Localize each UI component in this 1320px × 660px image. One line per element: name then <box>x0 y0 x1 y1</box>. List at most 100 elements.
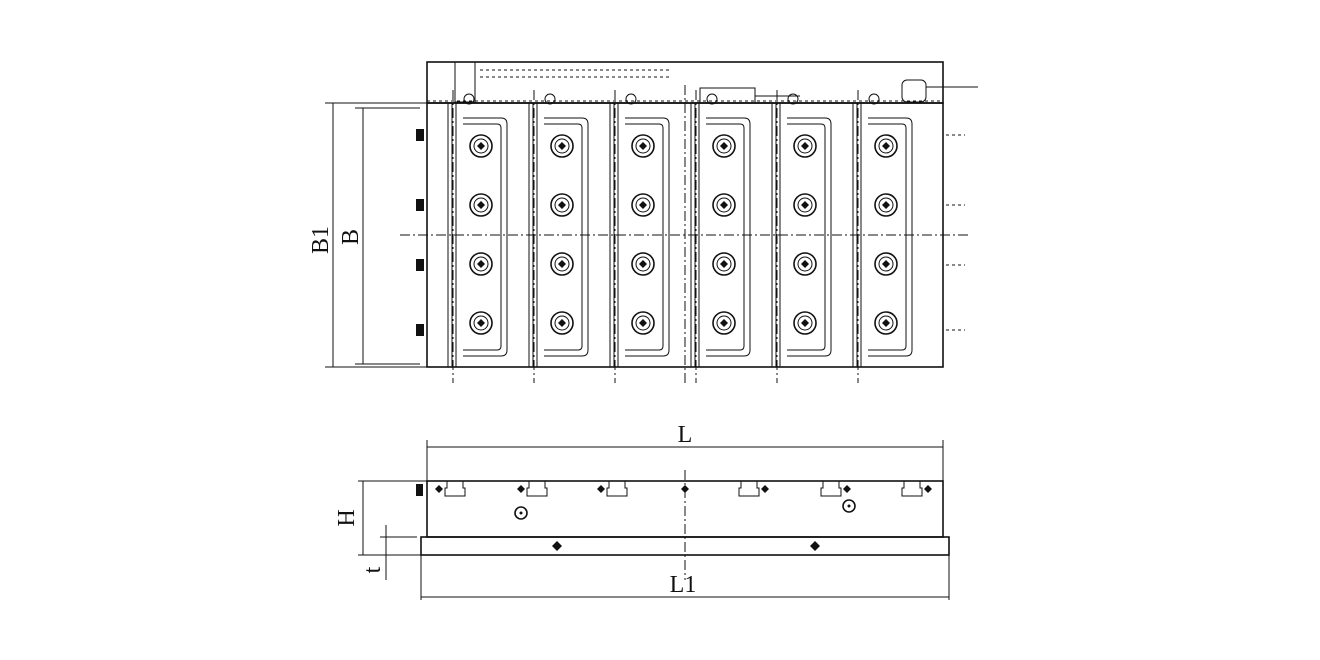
dimension-label-b: B <box>338 229 364 245</box>
pole-center-diamond <box>639 201 647 209</box>
pole-inner-ring <box>878 256 894 272</box>
pole-inner-ring <box>797 315 813 331</box>
pole-outer-ring <box>874 193 898 217</box>
pole-inner-ring <box>473 197 489 213</box>
pole-outer-ring <box>712 252 736 276</box>
pole-outer-ring <box>469 311 493 335</box>
module-bracket <box>868 117 913 357</box>
pole-center-diamond <box>720 201 728 209</box>
pole-inner-ring <box>473 256 489 272</box>
pole-center-diamond <box>477 319 485 327</box>
dimension-l: L <box>426 422 944 481</box>
pole-inner-ring <box>635 138 651 154</box>
base-diamond <box>810 541 820 551</box>
pole-center-diamond <box>558 260 566 268</box>
pole-center-diamond <box>882 142 890 150</box>
module-bracket-inner <box>625 123 664 351</box>
base-diamond <box>552 541 562 551</box>
pole-center-diamond <box>477 201 485 209</box>
dimension-b: B <box>338 107 420 365</box>
pole-outer-ring <box>631 134 655 158</box>
bolt-head <box>463 93 475 105</box>
module-bracket <box>706 117 751 357</box>
pole-outer-ring <box>469 134 493 158</box>
pole-center-diamond <box>720 260 728 268</box>
bolt-head <box>706 93 718 105</box>
dimension-label-h: H <box>334 509 360 526</box>
module-bracket-inner <box>868 123 907 351</box>
pole-inner-ring <box>554 256 570 272</box>
pole-center-diamond <box>720 319 728 327</box>
module-bracket <box>463 117 508 357</box>
pole-center-diamond <box>882 260 890 268</box>
pole-center-diamond <box>882 201 890 209</box>
pole-module <box>852 90 913 383</box>
pole-outer-ring <box>469 252 493 276</box>
pole-outer-ring <box>550 193 574 217</box>
module-bracket <box>544 117 589 357</box>
pole-outer-ring <box>793 311 817 335</box>
pole-outer-ring <box>793 252 817 276</box>
module-bracket-inner <box>544 123 583 351</box>
pole-module <box>609 90 670 383</box>
locating-diamond <box>761 485 769 493</box>
pole-inner-ring <box>554 138 570 154</box>
pole-outer-ring <box>793 134 817 158</box>
dimension-label-t: t <box>360 566 386 573</box>
module-bracket <box>787 117 832 357</box>
pole-outer-ring <box>712 193 736 217</box>
pole-inner-ring <box>554 315 570 331</box>
side-bolt-icon <box>416 129 424 141</box>
pole-outer-ring <box>712 311 736 335</box>
top-housing-outline <box>426 61 944 104</box>
locating-diamond <box>597 485 605 493</box>
pole-module <box>690 90 751 383</box>
pole-inner-ring <box>635 256 651 272</box>
side-view: L L1 H t <box>334 422 950 600</box>
pole-inner-ring <box>797 256 813 272</box>
pole-center-diamond <box>558 142 566 150</box>
side-bolt-icon <box>416 259 424 271</box>
pole-inner-ring <box>797 138 813 154</box>
t-slot <box>526 481 548 497</box>
pole-center-diamond <box>801 201 809 209</box>
pole-inner-ring <box>878 315 894 331</box>
t-slot <box>901 481 923 497</box>
pole-inner-ring <box>716 197 732 213</box>
t-slot <box>738 481 760 497</box>
side-bolt-icon <box>416 324 424 336</box>
pole-inner-ring <box>878 138 894 154</box>
pole-inner-ring <box>473 315 489 331</box>
center-diamond <box>681 485 689 493</box>
pole-center-diamond <box>639 260 647 268</box>
locating-diamond <box>843 485 851 493</box>
pole-outer-ring <box>793 193 817 217</box>
side-bolt-icon <box>416 199 424 211</box>
pole-center-diamond <box>477 260 485 268</box>
dimension-label-b1: B1 <box>308 226 334 254</box>
t-slot <box>444 481 466 497</box>
pole-outer-ring <box>469 193 493 217</box>
top-view <box>400 61 978 385</box>
lifting-hole-icon <box>514 506 528 520</box>
bolt-head <box>787 93 799 105</box>
pole-inner-ring <box>797 197 813 213</box>
pole-center-diamond <box>720 142 728 150</box>
bolt-head <box>625 93 637 105</box>
pole-outer-ring <box>712 134 736 158</box>
dimension-t: t <box>360 525 417 580</box>
dimension-label-l: L <box>678 422 693 448</box>
pole-outer-ring <box>874 134 898 158</box>
pole-outer-ring <box>874 252 898 276</box>
pole-outer-ring <box>550 252 574 276</box>
dimension-b1: B1 <box>308 102 427 368</box>
t-slot <box>606 481 628 497</box>
bolt-head <box>868 93 880 105</box>
dimension-h: H <box>334 480 427 556</box>
pole-inner-ring <box>716 315 732 331</box>
pole-outer-ring <box>550 134 574 158</box>
bolt-head <box>544 93 556 105</box>
pole-module <box>528 90 589 383</box>
dimension-l1: L1 <box>420 555 950 600</box>
side-bolt-icon <box>416 484 423 496</box>
